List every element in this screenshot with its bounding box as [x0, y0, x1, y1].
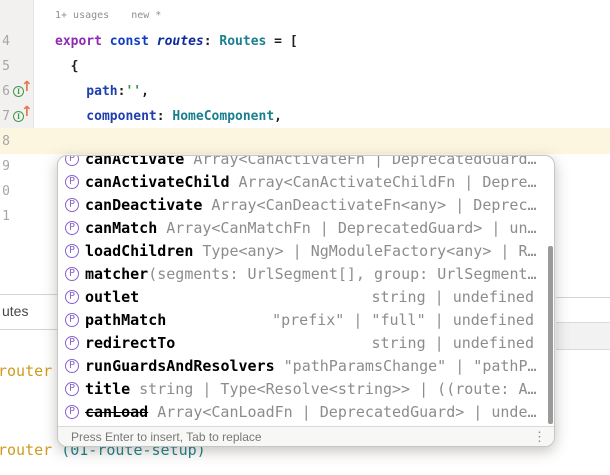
completion-type: (segments: UrlSegment[], group: UrlSegme… — [148, 264, 537, 283]
completion-type: "pathParamsChange" | "pathP… — [283, 356, 537, 375]
completion-name: redirectTo — [85, 333, 176, 352]
completion-type: string | Type<Resolve<string>> | ((route… — [139, 379, 537, 398]
property-icon: P — [65, 289, 79, 304]
completion-name: matcher — [85, 264, 149, 283]
new-hint[interactable]: new * — [131, 9, 162, 21]
completion-type: Array<CanMatchFn | DeprecatedGuard> | un… — [166, 218, 537, 237]
property-icon: P — [65, 404, 79, 419]
completion-type: string | undefined — [371, 287, 534, 306]
completion-name: loadChildren — [85, 241, 194, 260]
panel-divider-left-top — [0, 294, 57, 295]
property-icon: P — [65, 358, 79, 373]
property-icon: P — [65, 266, 79, 281]
code-line-7[interactable]: component: HomeComponent, — [55, 108, 282, 124]
panel-divider-left-bottom — [0, 329, 57, 330]
code-line-6[interactable]: path:'', — [55, 83, 149, 99]
popup-footer: Press Enter to insert, Tab to replace ⋮ — [58, 426, 554, 446]
line-number: 9 — [2, 158, 10, 174]
footer-menu-icon[interactable]: ⋮ — [533, 428, 546, 444]
line-number: 7 — [2, 108, 10, 124]
completion-name: pathMatch — [85, 310, 167, 329]
property-icon: P — [65, 174, 79, 189]
completion-type: Array<CanActivateChildFn | Depre… — [238, 172, 537, 191]
completion-type: Array<CanActivateFn | DeprecatedGuard… — [193, 156, 537, 168]
editor-gutter — [0, 0, 34, 132]
line-number: 4 — [2, 33, 10, 49]
property-icon: P — [65, 335, 79, 350]
code-line-4[interactable]: export const routes: Routes = [ — [55, 33, 298, 49]
completion-type: "prefix" | "full" | undefined — [272, 310, 534, 329]
completion-name: canDeactivate — [85, 195, 203, 214]
console-text-router: router — [0, 362, 53, 380]
current-line-highlight — [0, 128, 610, 154]
line-number: 8 — [2, 133, 10, 149]
panel-divider-right-top — [556, 297, 610, 298]
code-vision-hints: 1+ usages new * — [55, 3, 161, 28]
prompt-router: router — [0, 441, 62, 459]
popup-scrollbar-thumb[interactable] — [548, 246, 553, 424]
completion-name: canActivate — [85, 156, 185, 168]
line-number: 5 — [2, 58, 10, 74]
property-icon: P — [65, 312, 79, 327]
line-number: 1 — [2, 208, 10, 224]
completion-type: string | undefined — [371, 333, 534, 352]
property-icon: P — [65, 220, 79, 235]
completion-type: Array<CanDeactivateFn<any> | Deprec… — [211, 195, 537, 214]
completion-name: canLoad — [85, 402, 149, 421]
property-icon: P — [65, 381, 79, 396]
completion-name: title — [85, 379, 131, 398]
completion-name: outlet — [85, 287, 140, 306]
completion-name: canMatch — [85, 218, 158, 237]
intention-gutter-icon[interactable]: I↑ — [13, 80, 33, 100]
property-icon: P — [65, 197, 79, 212]
inspection-icon: I — [13, 110, 24, 122]
line-number: 0 — [2, 183, 10, 199]
intention-gutter-icon[interactable]: I↑ — [13, 105, 33, 125]
arrow-up-icon: ↑ — [21, 103, 33, 120]
completion-type: Type<any> | NgModuleFactory<any> | R… — [202, 241, 537, 260]
property-icon: P — [65, 243, 79, 258]
completion-name: runGuardsAndResolvers — [85, 356, 275, 375]
completion-type: Array<CanLoadFn | DeprecatedGuard> | und… — [157, 402, 537, 421]
completion-name: canActivateChild — [85, 172, 230, 191]
line-number: 6 — [2, 83, 10, 99]
tool-window-tab-fragment[interactable]: utes — [2, 303, 29, 319]
footer-hint: Press Enter to insert, Tab to replace — [71, 429, 262, 444]
inspection-icon: I — [13, 85, 24, 97]
panel-band-right — [556, 322, 610, 350]
code-line-5[interactable]: { — [55, 58, 79, 74]
property-icon: P — [65, 156, 79, 166]
arrow-up-icon: ↑ — [21, 78, 33, 95]
usages-hint[interactable]: 1+ usages — [55, 9, 110, 21]
